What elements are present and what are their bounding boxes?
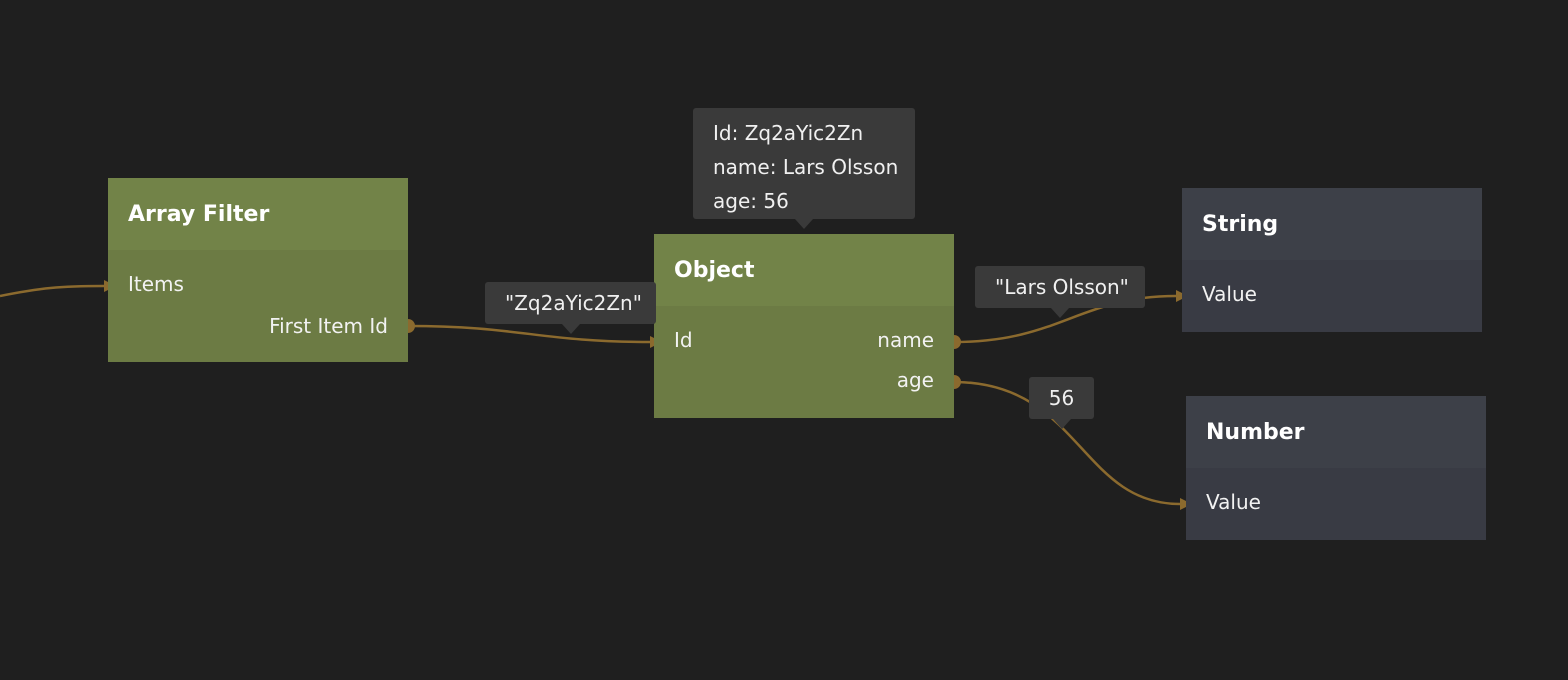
object-inspect-id-line: Id: Zq2aYic2Zn <box>713 121 864 145</box>
port-id-label[interactable]: Id <box>674 328 693 352</box>
wire-incoming-items[interactable] <box>0 284 105 298</box>
string-title-text: String <box>1202 211 1279 237</box>
object-node[interactable]: Object Id name age <box>654 234 954 418</box>
object-node-ports: Id name age <box>654 306 954 418</box>
port-first-item-id-label[interactable]: First Item Id <box>269 314 388 338</box>
port-number-value-label[interactable]: Value <box>1206 490 1261 514</box>
array-filter-node[interactable]: Array Filter Items First Item Id <box>108 178 408 362</box>
port-age-label[interactable]: age <box>896 368 934 392</box>
port-items-label[interactable]: Items <box>128 272 184 296</box>
object-inspect-name-line: name: Lars Olsson <box>713 155 899 179</box>
number-node-title[interactable]: Number <box>1186 396 1486 468</box>
object-node-title[interactable]: Object <box>654 234 954 306</box>
number-node[interactable]: Number Value <box>1186 396 1486 540</box>
object-inspect-tooltip: Id: Zq2aYic2Zn name: Lars Olsson age: 56 <box>693 108 915 229</box>
wire-first-item-id-to-object-id[interactable] <box>407 324 651 344</box>
port-name-label[interactable]: name <box>877 328 934 352</box>
string-node-title[interactable]: String <box>1182 188 1482 260</box>
age-value-tooltip: 56 <box>1029 377 1094 429</box>
port-string-value-label[interactable]: Value <box>1202 282 1257 306</box>
array-filter-node-ports: Items First Item Id <box>108 250 408 362</box>
string-node[interactable]: String Value <box>1182 188 1482 332</box>
object-title-text: Object <box>674 257 755 283</box>
number-node-ports: Value <box>1186 468 1486 540</box>
number-title-text: Number <box>1206 419 1305 445</box>
string-node-ports: Value <box>1182 260 1482 332</box>
first-item-id-value-tooltip: "Zq2aYic2Zn" <box>485 282 656 334</box>
array-filter-node-title[interactable]: Array Filter <box>108 178 408 250</box>
object-inspect-age-line: age: 56 <box>713 189 789 213</box>
name-value-tooltip: "Lars Olsson" <box>975 266 1145 318</box>
array-filter-title-text: Array Filter <box>128 201 270 227</box>
